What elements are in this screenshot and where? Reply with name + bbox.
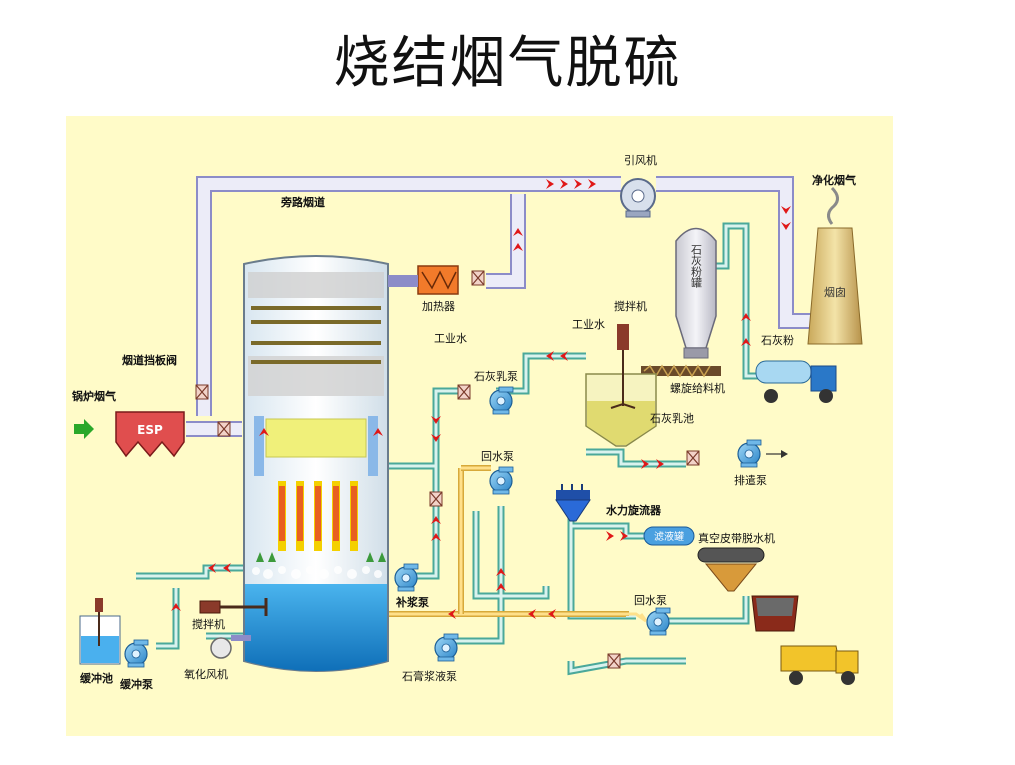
makeup-slurry-pump-icon xyxy=(394,563,419,592)
absorber-tower xyxy=(243,255,389,672)
label-belt-filter: 真空皮带脱水机 xyxy=(698,531,775,545)
inlet-arrow-icon xyxy=(74,419,94,439)
vacuum-belt-filter xyxy=(697,547,765,592)
label-damper: 烟道挡板阀 xyxy=(122,353,177,367)
label-mixer-bottom: 搅拌机 xyxy=(192,617,225,631)
desulfurization-process-diagram: ESP 烟囱 石灰粉罐 xyxy=(72,153,863,691)
buffer-pump-icon xyxy=(124,639,149,668)
return-water-pump-1-icon xyxy=(489,466,514,495)
label-screw-feeder: 螺旋给料机 xyxy=(670,381,725,395)
chimney-stack: 烟囱 xyxy=(807,186,863,345)
lime-truck xyxy=(755,360,837,403)
discharge-pump-icon xyxy=(737,439,762,468)
gypsum-slurry-pump-icon xyxy=(434,633,459,662)
label-mixer-top: 搅拌机 xyxy=(614,299,647,313)
filtrate-label: 滤液罐 xyxy=(654,530,684,543)
label-makeup-pump: 补浆泵 xyxy=(395,595,429,609)
label-oxidation-fan: 氧化风机 xyxy=(184,667,228,681)
lime-powder-silo: 石灰粉罐 xyxy=(675,227,717,359)
lime-slurry-tank xyxy=(585,324,657,447)
label-return-pump-1: 回水泵 xyxy=(481,450,514,463)
silo-label: 石灰粉罐 xyxy=(690,244,703,289)
label-buffer-tank: 缓冲池 xyxy=(80,671,113,685)
diagram-panel: ESP 烟囱 石灰粉罐 xyxy=(66,116,893,736)
filtrate-tank: 滤液罐 xyxy=(643,526,695,546)
page-title: 烧结烟气脱硫 xyxy=(333,31,682,96)
label-lime-slurry-tank: 石灰乳池 xyxy=(650,411,694,425)
label-lime-powder: 石灰粉 xyxy=(761,333,794,347)
label-process-water-tower: 工业水 xyxy=(434,332,467,345)
induced-draft-fan xyxy=(620,178,656,218)
label-hydrocyclone: 水力旋流器 xyxy=(606,503,662,517)
label-bypass: 旁路烟道 xyxy=(280,195,325,209)
lime-pump-valve-icon xyxy=(457,384,471,400)
label-return-pump-2: 回水泵 xyxy=(634,594,667,607)
esp-unit: ESP xyxy=(115,411,185,458)
label-process-water-top: 工业水 xyxy=(572,318,605,331)
label-discharge-pump: 排遣泵 xyxy=(734,473,767,487)
heater xyxy=(388,265,459,295)
label-boiler-gas: 锅炉烟气 xyxy=(72,389,116,403)
lime-slurry-pump-icon xyxy=(489,386,514,415)
flue-damper-valve-icon xyxy=(195,384,209,400)
gypsum-bin xyxy=(751,595,799,632)
oxidation-fan xyxy=(210,635,251,659)
buffer-tank xyxy=(79,598,121,665)
bottom-mixer xyxy=(199,598,268,616)
heater-outlet-valve-icon xyxy=(471,270,485,286)
stack-label: 烟囱 xyxy=(824,285,846,299)
hydrocyclone xyxy=(555,484,591,522)
esp-label: ESP xyxy=(137,423,163,437)
return-water-pump-2-icon xyxy=(646,607,671,636)
flue-gas-pipes xyxy=(186,176,836,437)
label-buffer-pump: 缓冲泵 xyxy=(120,677,153,691)
label-lime-slurry-pump: 石灰乳泵 xyxy=(474,369,518,383)
dump-truck xyxy=(780,645,859,685)
inlet-valve-icon xyxy=(217,421,231,437)
label-fan: 引风机 xyxy=(624,153,657,167)
label-heater: 加热器 xyxy=(422,300,455,313)
label-gypsum-pump: 石膏浆液泵 xyxy=(402,669,457,683)
drain-valve-icon xyxy=(607,653,621,669)
return-line-valve-icon xyxy=(429,491,443,507)
label-clean-gas: 净化烟气 xyxy=(812,173,856,187)
discharge-valve-icon xyxy=(686,450,700,466)
